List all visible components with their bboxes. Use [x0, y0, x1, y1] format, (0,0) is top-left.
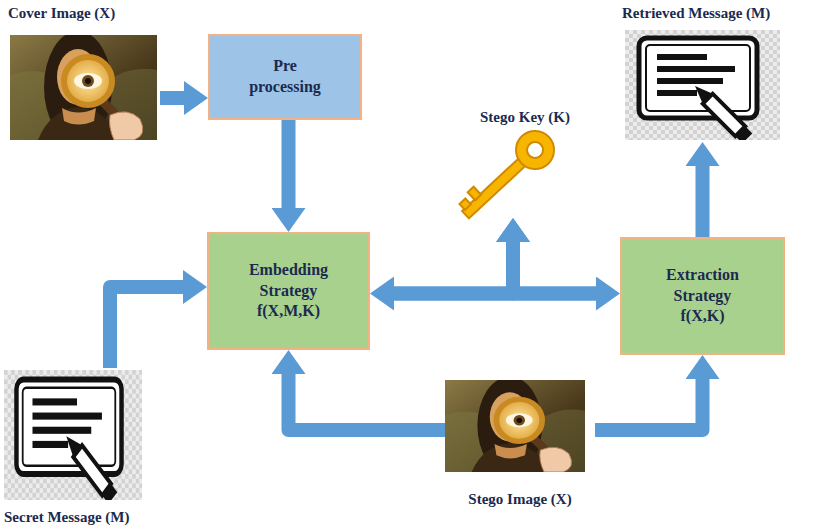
- key-icon: [453, 123, 562, 229]
- secret-message: Secret Message (M): [4, 368, 164, 526]
- figure-label: Secret Message (M): [4, 508, 130, 526]
- key-shaft: [462, 156, 528, 219]
- box-label: Embedding Strategy: [234, 260, 344, 302]
- retrieved-message: Retrieved Message (M): [622, 4, 812, 142]
- key-ring: [508, 123, 562, 177]
- box-label: f(X,M,K): [257, 301, 320, 322]
- figure-label: Cover Image (X): [8, 4, 115, 22]
- cover-image-picture: [10, 31, 157, 143]
- figure-label: Retrieved Message (M): [622, 4, 770, 22]
- retrieved-message-icon: [625, 30, 780, 143]
- process-box: Extraction Strategyf(X,K): [620, 237, 785, 355]
- figure-label: Stego Key (K): [480, 108, 570, 126]
- box-label: Pre processing: [240, 56, 330, 98]
- box-label: f(X,K): [681, 306, 725, 327]
- flow-arrow: [110, 287, 183, 368]
- key-tooth: [460, 199, 471, 210]
- flow-arrow: [696, 166, 710, 237]
- flow-arrow: [160, 91, 184, 105]
- figure-label: Stego Image (X): [468, 490, 571, 508]
- flow-arrow: [513, 242, 596, 294]
- flow-arrow: [394, 242, 513, 294]
- stego-image-picture: [445, 376, 585, 474]
- key-hole: [524, 139, 547, 162]
- stego-image: Stego Image (X): [445, 378, 595, 508]
- process-box: Embedding Strategyf(X,M,K): [207, 232, 370, 350]
- flow-arrow: [289, 374, 446, 430]
- process-box: Pre processing: [208, 34, 362, 120]
- flow-arrow: [595, 379, 703, 430]
- flow-arrow: [282, 120, 296, 208]
- box-label: Extraction Strategy: [648, 265, 758, 307]
- cover-image: Cover Image (X): [8, 4, 160, 142]
- secret-message-icon: [4, 370, 142, 504]
- key-tooth: [468, 187, 481, 201]
- stego-key: Stego Key (K): [455, 108, 595, 218]
